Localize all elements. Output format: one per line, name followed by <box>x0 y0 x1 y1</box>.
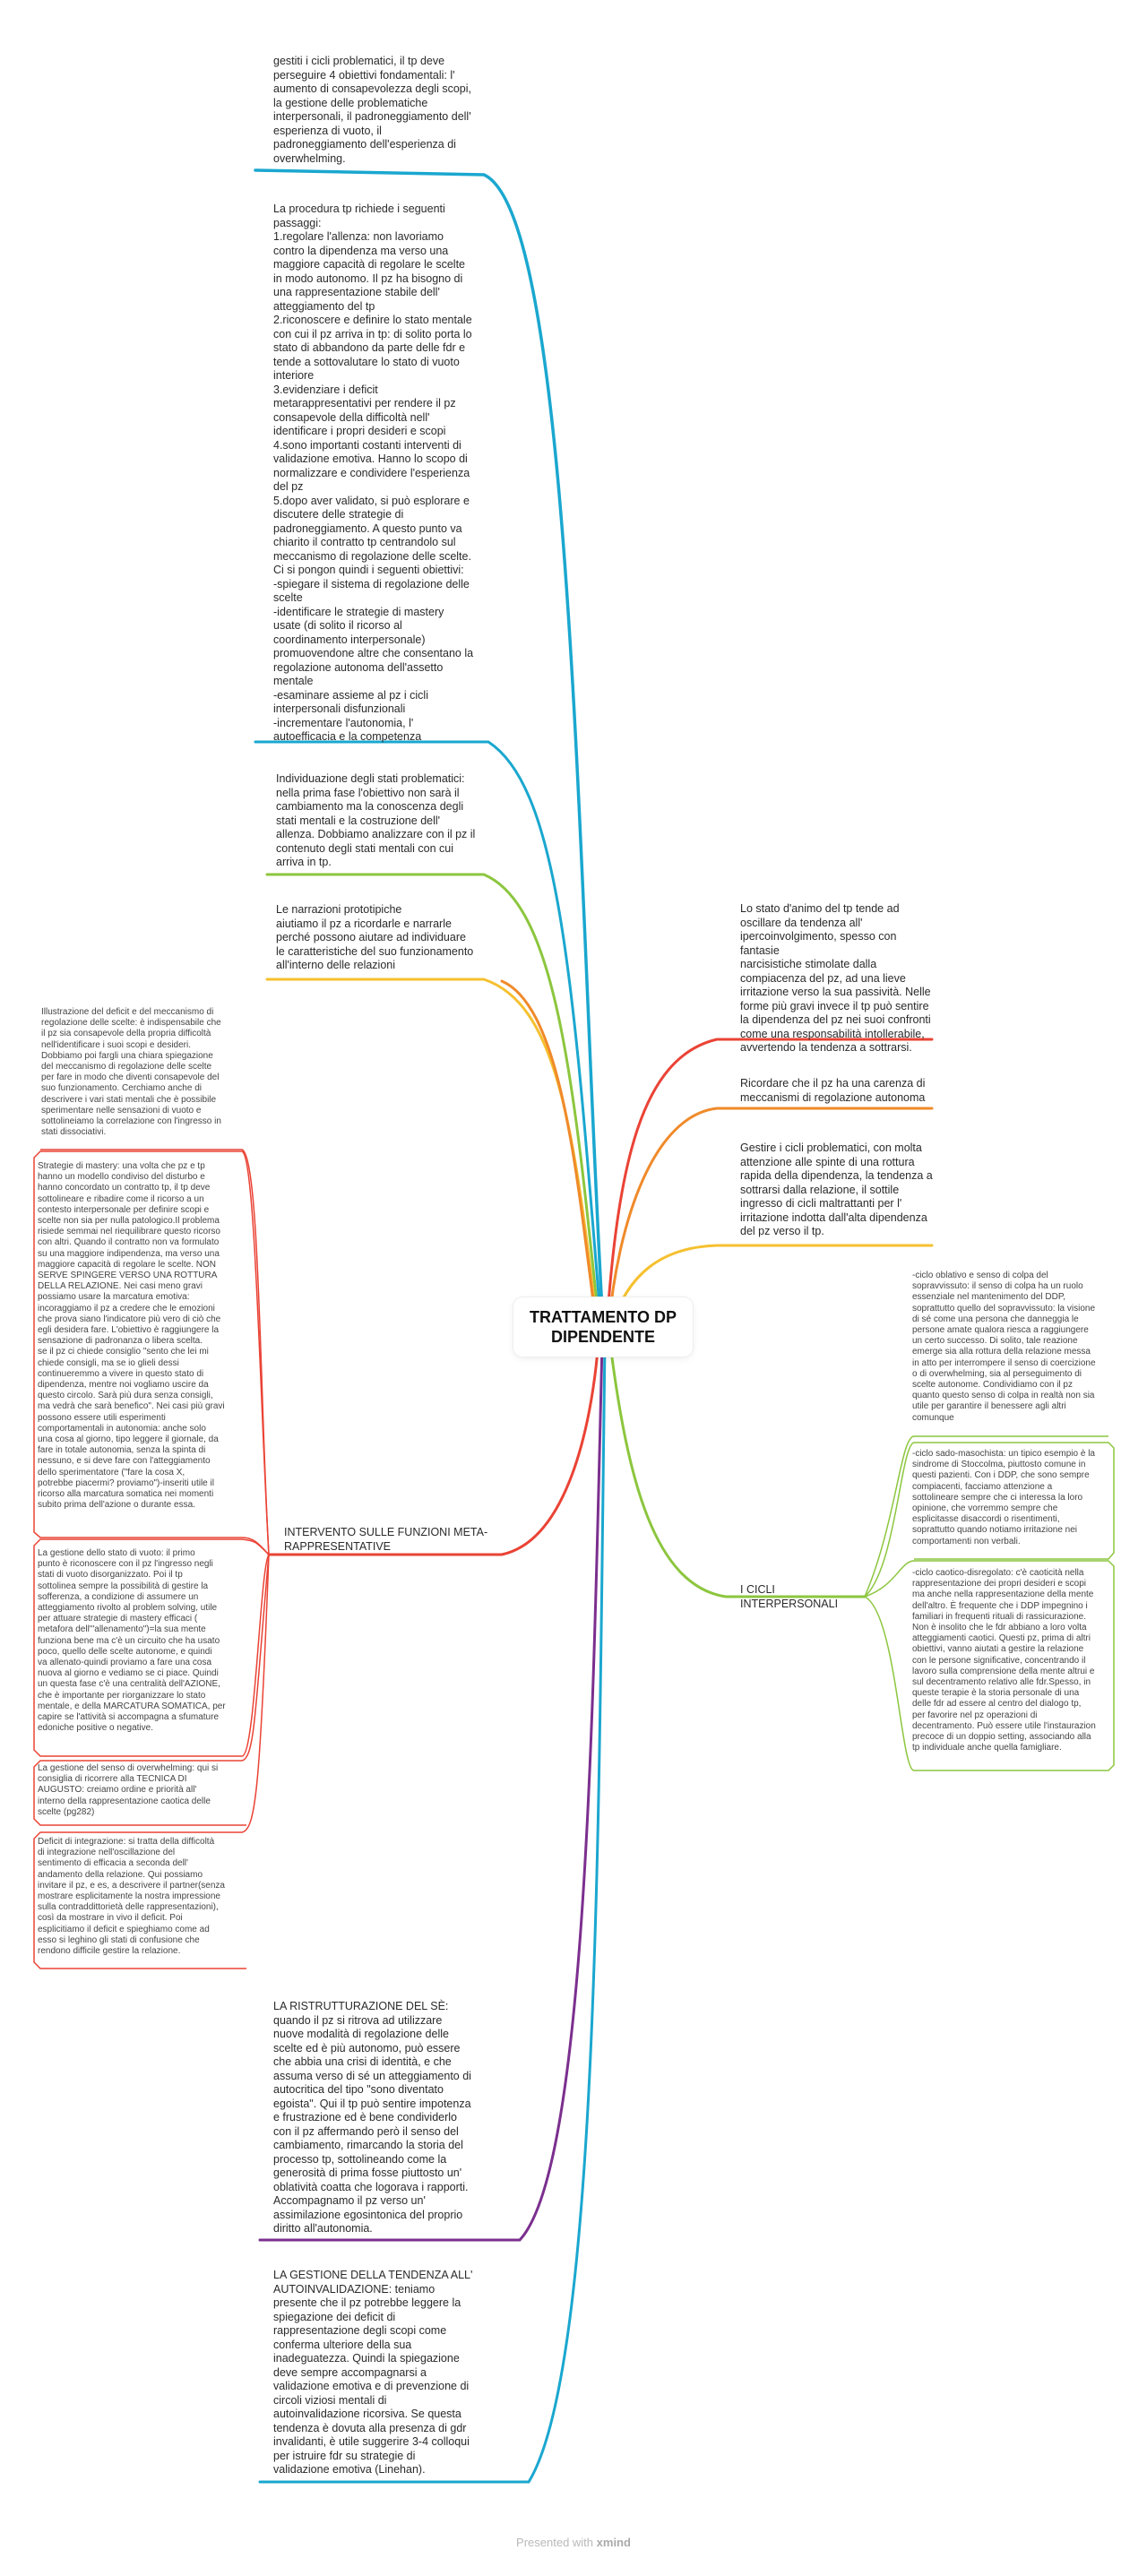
topic-procedura[interactable]: La procedura tp richiede i seguenti pass… <box>273 202 474 743</box>
topic-stato-animo-tp[interactable]: Lo stato d'animo del tp tende ad oscilla… <box>740 902 931 1054</box>
topic-cicli-interpersonali[interactable]: I CICLI INTERPERSONALI <box>740 1583 839 1610</box>
topic-meta-rappresentative[interactable]: INTERVENTO SULLE FUNZIONI META- RAPPRESE… <box>284 1526 488 1553</box>
branch-narrazioni-line-2 <box>500 979 599 1337</box>
xmind-logo[interactable]: xmind <box>596 2536 631 2549</box>
subtopic-illustrazione-deficit[interactable]: Illustrazione del deficit e del meccanis… <box>41 1007 221 1138</box>
central-topic[interactable]: TRATTAMENTO DP DIPENDENTE <box>513 1297 693 1357</box>
branch-cicli-interpersonali-line <box>608 1342 867 1598</box>
subtopic-ciclo-oblativo[interactable]: -ciclo oblativo e senso di colpa del sop… <box>912 1271 1096 1423</box>
branch-carenza-line <box>607 1107 934 1330</box>
subtopic-stato-vuoto[interactable]: La gestione dello stato di vuoto: il pri… <box>38 1548 226 1734</box>
meta-sub-connector-4 <box>33 1554 270 1826</box>
topic-narrazioni[interactable]: Le narrazioni prototipiche aiutiamo il p… <box>276 903 474 971</box>
topic-gestire-cicli[interactable]: Gestire i cicli problematici, con molta … <box>740 1142 933 1237</box>
subtopic-ciclo-sado-masochista[interactable]: -ciclo sado-masochista: un tipico esempi… <box>912 1449 1095 1546</box>
topic-autoinvalidazione[interactable]: LA GESTIONE DELLA TENDENZA ALL' AUTOINVA… <box>273 2269 473 2476</box>
cicli-sub-connector-1 <box>864 1435 1108 1598</box>
branch-meta-line <box>267 1338 600 1556</box>
footer-text: Presented with <box>516 2536 594 2549</box>
meta-sub-connector-3 <box>33 1538 270 1757</box>
subtopic-overwhelming[interactable]: La gestione del senso di overwhelming: q… <box>38 1763 219 1817</box>
cicli-sub-connector-2 <box>864 1442 1115 1598</box>
meta-sub-connector-2 <box>33 1150 270 1555</box>
cicli-sub-connector-3 <box>864 1560 1115 1771</box>
footer: Presented with xmind <box>0 2536 1147 2549</box>
branch-individuazione-line <box>265 873 601 1331</box>
branch-obiettivi-line <box>254 168 605 1328</box>
subtopic-deficit-integrazione[interactable]: Deficit di integrazione: si tratta della… <box>38 1837 225 1957</box>
branch-stato-animo-line <box>605 1038 934 1328</box>
central-topic-label: TRATTAMENTO DP DIPENDENTE <box>530 1308 677 1346</box>
branch-procedura-line <box>254 740 603 1330</box>
branch-autoinvalidazione-line <box>258 1342 607 2484</box>
meta-sub-connector-5 <box>33 1554 270 1969</box>
topic-individuazione[interactable]: Individuazione degli stati problematici:… <box>276 772 476 868</box>
subtopic-strategie-mastery[interactable]: Strategie di mastery: una volta che pz e… <box>38 1161 225 1511</box>
branch-narrazioni-line <box>265 978 599 1333</box>
topic-obiettivi[interactable]: gestiti i cicli problematici, il tp deve… <box>273 55 471 165</box>
subtopic-ciclo-caotico[interactable]: -ciclo caotico-disregolato: c'è caoticit… <box>912 1568 1096 1753</box>
topic-ristrutturazione[interactable]: LA RISTRUTTURAZIONE DEL SÈ: quando il pz… <box>273 2000 471 2235</box>
topic-carenza-regolazione[interactable]: Ricordare che il pz ha una carenza di me… <box>740 1077 926 1104</box>
branch-ristrutturazione-line <box>258 1342 604 2242</box>
